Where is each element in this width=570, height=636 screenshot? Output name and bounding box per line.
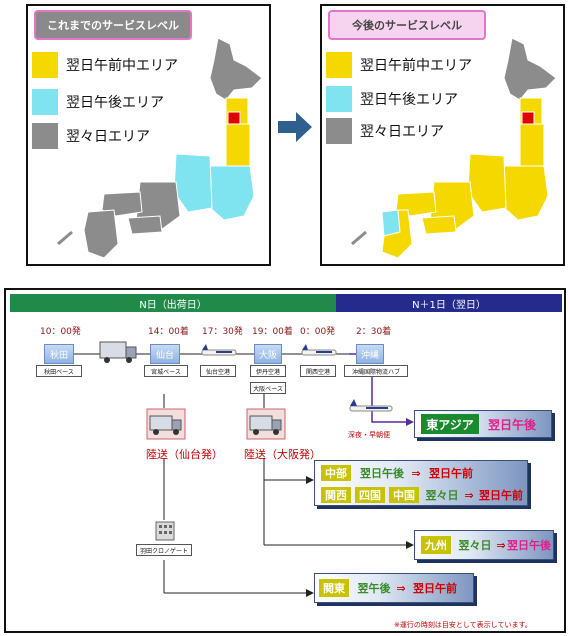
footnote: ※運行の時刻は目安として表示しています。 xyxy=(394,621,532,629)
time-akita-depart: 10：00発 xyxy=(40,327,81,337)
airplane-icon xyxy=(301,344,337,356)
before-legend-item-two-day: 翌々日エリア xyxy=(32,123,150,149)
time-osaka-arrive: 19：00着 xyxy=(252,327,293,337)
cyan-swatch-icon xyxy=(326,86,352,112)
after-legend-item-two-day: 翌々日エリア xyxy=(326,118,444,144)
result-east-asia: 東アジア 翌日午後 xyxy=(414,410,552,438)
time-sendai-depart: 17：30発 xyxy=(202,327,243,337)
right-arrow-icon xyxy=(278,112,312,142)
before-panel-title: これまでのサービスレベル xyxy=(34,10,192,40)
time-okinawa-arrive: 2：30着 xyxy=(356,327,392,337)
day2-header: N＋1日（翌日） xyxy=(336,294,562,312)
airplane-icon xyxy=(201,344,237,356)
building-icon xyxy=(155,521,175,541)
time-osaka-depart: 0：00発 xyxy=(300,327,336,337)
day1-header: N日（出荷日） xyxy=(10,294,336,312)
caption-kansai-airport: 関西空港 xyxy=(300,365,336,377)
node-osaka: 大阪 xyxy=(254,344,282,364)
gray-swatch-icon xyxy=(32,123,58,149)
caption-sendai-airport: 仙台空港 xyxy=(200,365,236,377)
level-text: 翌日午後 xyxy=(487,417,536,432)
truck-icon xyxy=(246,408,286,440)
region-chip: 関西 xyxy=(321,487,351,503)
after-level: 翌日午後 xyxy=(507,539,551,552)
truck-icon xyxy=(99,341,137,363)
after-panel: 今後のサービスレベル 翌日午前中エリア 翌日午後エリア 翌々日エリア xyxy=(320,4,565,266)
caption-miyagi-base: 宮城ベース xyxy=(144,365,188,377)
before-level: 翌々日 xyxy=(425,489,459,502)
time-sendai-arrive: 14：00着 xyxy=(148,327,189,337)
yellow-swatch-icon xyxy=(32,52,58,78)
before-panel: これまでのサービスレベル 翌日午前中エリア 翌日午後エリア 翌々日エリア xyxy=(26,4,271,266)
node-akita: 秋田 xyxy=(44,344,74,364)
legend-label: 翌々日エリア xyxy=(360,124,444,140)
region-chip: 四国 xyxy=(355,487,385,503)
gray-swatch-icon xyxy=(326,118,352,144)
route-diagram: N日（出荷日） N＋1日（翌日） 10：00発 14：00着 17：30発 19… xyxy=(4,288,566,633)
after-level: 翌日午前 xyxy=(479,489,523,502)
node-sendai: 仙台 xyxy=(150,344,180,364)
caption-akita-base: 秋田ベース xyxy=(36,365,82,377)
legend-label: 翌日午後エリア xyxy=(66,95,164,111)
arrow-text: ⇒ xyxy=(464,488,474,502)
legend-label: 翌々日エリア xyxy=(66,129,150,145)
arrow-text: ⇒ xyxy=(411,466,421,480)
result-kanto: 関東 翌午後 ⇒ 翌日午前 xyxy=(314,573,474,603)
legend-label: 翌日午後エリア xyxy=(360,92,458,108)
legend-label: 翌日午前中エリア xyxy=(66,58,178,74)
airplane-icon xyxy=(349,399,393,412)
arrow-text: ⇒ xyxy=(496,538,506,552)
after-level: 翌日午前 xyxy=(413,582,457,595)
after-level: 翌日午前 xyxy=(429,467,473,480)
caption-haneda-chronogate: 羽田クロノゲート xyxy=(136,544,192,556)
before-level: 翌々日 xyxy=(458,539,492,552)
legend-label: 翌日午前中エリア xyxy=(360,58,472,74)
night-flight-label: 深夜・早朝便 xyxy=(348,431,390,439)
japan-map-after xyxy=(351,37,557,259)
result-kyushu: 九州 翌々日 ⇒ 翌日午後 xyxy=(414,530,554,560)
after-legend-item-morning: 翌日午前中エリア xyxy=(326,52,472,78)
yellow-swatch-icon xyxy=(326,52,352,78)
land-route-sendai-label: 陸送（仙台発） xyxy=(146,448,223,461)
node-okinawa: 沖縄 xyxy=(356,344,384,364)
region-chip: 中部 xyxy=(321,465,351,481)
region-chip: 関東 xyxy=(319,579,349,597)
after-legend-item-afternoon: 翌日午後エリア xyxy=(326,86,458,112)
region-chip: 中国 xyxy=(389,487,419,503)
caption-itami-airport: 伊丹空港 xyxy=(250,365,286,377)
before-legend-item-morning: 翌日午前中エリア xyxy=(32,52,178,78)
japan-map-before xyxy=(57,37,263,259)
caption-okinawa-hub: 沖縄国際物流ハブ xyxy=(344,365,408,377)
land-route-osaka-label: 陸送（大阪発） xyxy=(244,448,321,461)
result-chubu-kansai: 中部 翌日午後 ⇒ 翌日午前 関西 四国 中国 翌々日 ⇒ 翌日午前 xyxy=(314,460,528,506)
before-legend-item-afternoon: 翌日午後エリア xyxy=(32,89,164,115)
arrow-text: ⇒ xyxy=(396,581,406,595)
cyan-swatch-icon xyxy=(32,89,58,115)
before-level: 翌午後 xyxy=(357,582,391,595)
truck-icon xyxy=(146,408,186,440)
region-chip: 九州 xyxy=(421,536,451,554)
caption-osaka-base: 大阪ベース xyxy=(250,382,286,394)
after-panel-title: 今後のサービスレベル xyxy=(328,10,486,40)
region-chip: 東アジア xyxy=(421,414,479,434)
before-level: 翌日午後 xyxy=(360,467,404,480)
